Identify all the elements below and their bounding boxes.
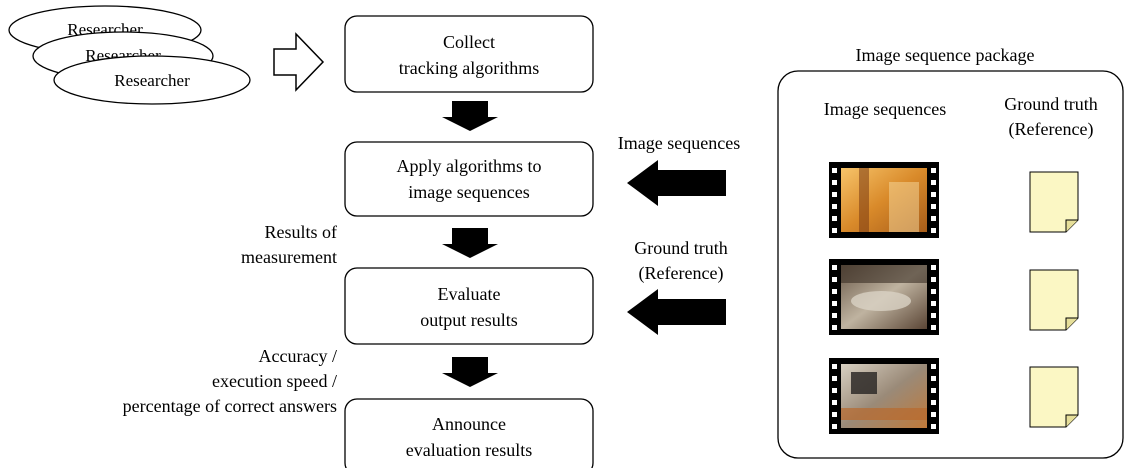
researcher-group: Researcher Researcher Researcher bbox=[8, 5, 251, 105]
metrics-label: Accuracy / execution speed / percentage … bbox=[123, 346, 337, 416]
researcher-label: Researcher bbox=[114, 71, 190, 90]
step-evaluate-line1: Evaluate bbox=[438, 284, 501, 304]
film-strip-icon bbox=[829, 162, 939, 238]
down-arrow-icon bbox=[442, 101, 498, 131]
step-collect-line1: Collect bbox=[443, 32, 495, 52]
step-evaluate: Evaluate output results bbox=[344, 267, 594, 345]
step-collect: Collect tracking algorithms bbox=[344, 15, 594, 93]
package-col-sequences: Image sequences bbox=[824, 99, 946, 119]
hollow-right-arrow-icon bbox=[273, 32, 325, 92]
step-apply-line1: Apply algorithms to bbox=[397, 156, 542, 176]
down-arrow-icon bbox=[442, 357, 498, 387]
package-col-ground-truth-line1: Ground truth bbox=[1004, 94, 1098, 114]
ground-truth-input-line2: (Reference) bbox=[639, 263, 724, 284]
metrics-label-line3: percentage of correct answers bbox=[123, 396, 337, 416]
document-icon bbox=[1029, 171, 1079, 233]
down-arrow-icon bbox=[442, 228, 498, 258]
step-collect-line2: tracking algorithms bbox=[399, 58, 539, 78]
left-arrow-icon bbox=[627, 160, 726, 206]
document-icon bbox=[1029, 269, 1079, 331]
researcher-ellipse bbox=[53, 55, 251, 105]
document-icon bbox=[1029, 366, 1079, 428]
film-strip-icon bbox=[829, 259, 939, 335]
step-evaluate-line2: output results bbox=[420, 310, 518, 330]
step-announce-line1: Announce bbox=[432, 414, 506, 434]
metrics-label-line1: Accuracy / bbox=[259, 346, 337, 366]
ground-truth-input-label: Ground truth (Reference) bbox=[634, 238, 728, 284]
package-title: Image sequence package bbox=[856, 45, 1035, 65]
step-apply-line2: image sequences bbox=[408, 182, 529, 202]
step-apply: Apply algorithms to image sequences bbox=[344, 141, 594, 217]
package-col-ground-truth-line2: (Reference) bbox=[1009, 119, 1094, 140]
left-arrow-icon bbox=[627, 289, 726, 335]
metrics-label-line2: execution speed / bbox=[212, 371, 337, 391]
results-label-line2: measurement bbox=[241, 247, 337, 267]
film-strip-icon bbox=[829, 358, 939, 434]
results-label-line1: Results of bbox=[264, 222, 337, 242]
step-announce: Announce evaluation results bbox=[344, 398, 594, 468]
ground-truth-input-line1: Ground truth bbox=[634, 238, 728, 258]
step-announce-line2: evaluation results bbox=[406, 440, 532, 460]
results-label: Results of measurement bbox=[241, 222, 337, 267]
image-sequences-input-label: Image sequences bbox=[618, 133, 740, 153]
